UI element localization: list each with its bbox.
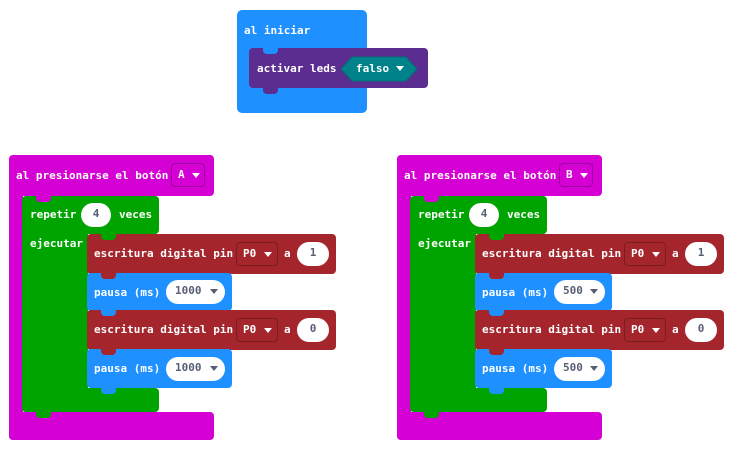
block-notch: [263, 48, 278, 54]
block-notch-bottom: [36, 412, 51, 418]
button-dropdown[interactable]: B: [559, 163, 593, 187]
pause-label: pausa (ms): [482, 286, 549, 299]
value-input[interactable]: 0: [297, 318, 329, 342]
block-notch: [489, 234, 504, 240]
pin-value: P0: [631, 323, 645, 336]
chevron-down-icon: [580, 173, 588, 178]
to-label: a: [284, 247, 291, 260]
pause-label: pausa (ms): [482, 362, 549, 375]
repeat-footer: [410, 388, 547, 412]
digital-write-block[interactable]: [475, 234, 724, 274]
pause-value: 500: [563, 361, 583, 374]
repeat-label: repetir: [30, 208, 77, 221]
pause-value: 1000: [175, 361, 202, 374]
repeat-count-input[interactable]: 4: [81, 203, 111, 227]
chevron-down-icon: [396, 66, 404, 71]
on-start-label: al iniciar: [244, 24, 311, 37]
block-notch: [101, 310, 116, 316]
repeat-side: [22, 228, 88, 412]
block-notch-bottom: [101, 388, 116, 394]
digital-write-label: escritura digital pin: [94, 323, 234, 336]
chevron-down-icon: [590, 366, 598, 371]
digital-write-label: escritura digital pin: [482, 247, 622, 260]
chevron-down-icon: [652, 328, 660, 333]
block-notch: [489, 310, 504, 316]
pin-value: P0: [631, 247, 645, 260]
chevron-down-icon: [590, 289, 598, 294]
button-value: A: [178, 168, 185, 181]
pin-value: P0: [243, 247, 257, 260]
pause-value-dropdown[interactable]: 1000: [166, 357, 225, 381]
block-notch: [101, 234, 116, 240]
event-side: [397, 190, 411, 440]
button-dropdown[interactable]: A: [171, 163, 205, 187]
do-label: ejecutar: [418, 237, 471, 250]
block-notch: [424, 196, 439, 202]
digital-write-block[interactable]: [87, 234, 336, 274]
to-label: a: [672, 323, 679, 336]
pause-value-dropdown[interactable]: 500: [554, 280, 605, 304]
pin-dropdown[interactable]: P0: [236, 242, 278, 266]
pin-value: P0: [243, 323, 257, 336]
button-value: B: [566, 168, 573, 181]
block-notch: [101, 273, 116, 279]
pause-value: 1000: [175, 284, 202, 297]
block-notch-bottom: [263, 88, 278, 94]
pause-label: pausa (ms): [94, 362, 161, 375]
to-label: a: [284, 323, 291, 336]
chevron-down-icon: [210, 289, 218, 294]
value-input[interactable]: 1: [297, 242, 329, 266]
block-notch: [36, 196, 51, 202]
pin-dropdown[interactable]: P0: [236, 318, 278, 342]
block-notch: [489, 273, 504, 279]
repeat-count-input[interactable]: 4: [469, 203, 499, 227]
to-label: a: [672, 247, 679, 260]
value-input[interactable]: 1: [685, 242, 717, 266]
digital-write-label: escritura digital pin: [94, 247, 234, 260]
event-label: al presionarse el botón: [404, 169, 557, 182]
chevron-down-icon: [264, 328, 272, 333]
repeat-side: [410, 228, 476, 412]
times-label: veces: [507, 208, 541, 221]
pause-value-dropdown[interactable]: 1000: [166, 280, 225, 304]
digital-write-label: escritura digital pin: [482, 323, 622, 336]
do-label: ejecutar: [30, 237, 83, 250]
block-notch-bottom: [489, 388, 504, 394]
chevron-down-icon: [210, 366, 218, 371]
pause-value: 500: [563, 284, 583, 297]
event-side: [9, 190, 23, 440]
block-notch-bottom: [424, 412, 439, 418]
event-label: al presionarse el botón: [16, 169, 169, 182]
times-label: veces: [119, 208, 153, 221]
plot-leds-label: activar leds: [257, 62, 337, 75]
pin-dropdown[interactable]: P0: [624, 242, 666, 266]
pin-dropdown[interactable]: P0: [624, 318, 666, 342]
boolean-value: falso: [356, 62, 390, 75]
repeat-footer: [22, 388, 159, 412]
repeat-label: repetir: [418, 208, 465, 221]
pause-label: pausa (ms): [94, 286, 161, 299]
digital-write-block[interactable]: [87, 310, 336, 350]
digital-write-block[interactable]: [475, 310, 724, 350]
value-input[interactable]: 0: [685, 318, 717, 342]
pause-value-dropdown[interactable]: 500: [554, 357, 605, 381]
chevron-down-icon: [192, 173, 200, 178]
block-notch: [489, 349, 504, 355]
boolean-hex-shape: [340, 56, 418, 82]
block-notch: [101, 349, 116, 355]
chevron-down-icon: [264, 252, 272, 257]
chevron-down-icon: [652, 252, 660, 257]
